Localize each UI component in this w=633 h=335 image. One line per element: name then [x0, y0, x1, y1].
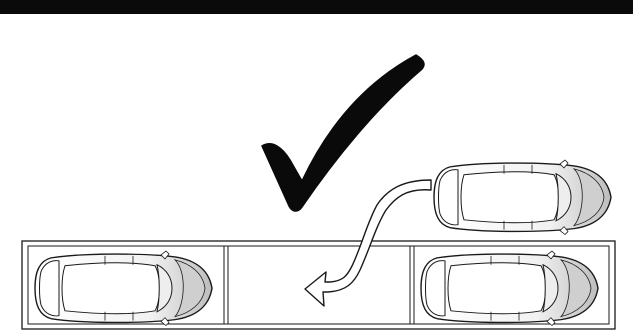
car-parked-left — [35, 251, 212, 325]
car-parked-right — [421, 251, 598, 325]
car-maneuvering — [434, 160, 611, 234]
parking-path-arrow-icon — [305, 180, 431, 306]
header-bar — [0, 0, 633, 14]
